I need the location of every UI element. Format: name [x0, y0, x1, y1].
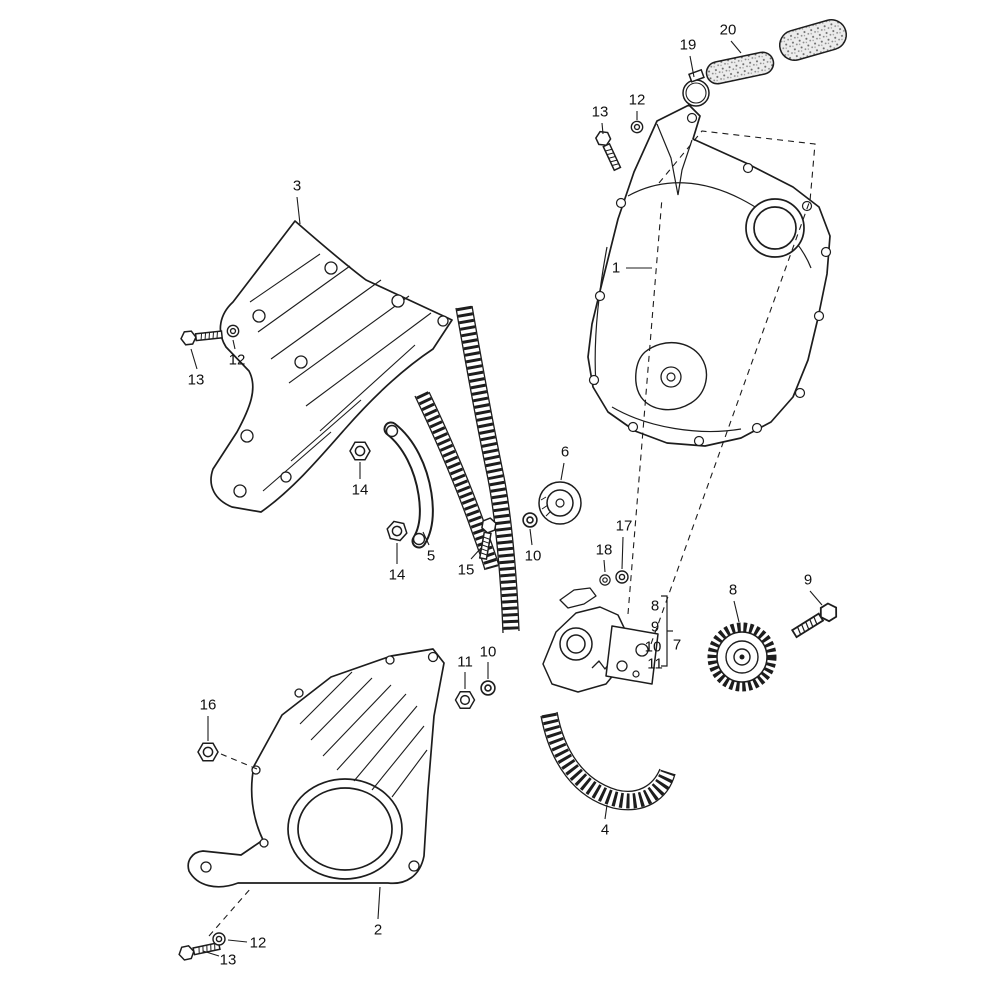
part-3-upper-belt-cover-drawing	[210, 220, 453, 513]
leader-line-18-14	[603, 559, 606, 573]
leader-line-13-23	[202, 950, 220, 957]
leader-line-15-6	[470, 547, 482, 560]
part-17-washer-drawing	[615, 570, 629, 584]
part-10-washer-lower-drawing	[480, 680, 496, 696]
part-2-lower-belt-cover-drawing	[187, 648, 445, 888]
part-16-nut-drawing	[197, 742, 219, 762]
part-19-hose-clamp-drawing	[682, 68, 710, 107]
leader-line-13-1	[190, 348, 198, 370]
part-8-gear-drawing	[707, 622, 777, 692]
timing-belt-run-drawing	[414, 305, 520, 634]
part-4-timing-belt-drawing	[540, 711, 676, 811]
part-6-roller-drawing	[538, 481, 582, 525]
leader-line-19-11	[689, 55, 695, 78]
part-9-bolt-drawing	[789, 600, 842, 642]
leader-line-20-12	[730, 40, 742, 54]
part-20-hose-drawing	[705, 19, 848, 85]
leader-line-17-15	[621, 536, 624, 570]
leader-lines-layer	[190, 40, 823, 957]
part-14-nut-lower-drawing	[384, 519, 410, 543]
part-12-washer-top-left-drawing	[226, 324, 240, 338]
leader-line-9-17	[809, 590, 823, 606]
assembly-reference-dashed-lines	[208, 130, 816, 937]
leader-line-4-18	[604, 804, 608, 820]
leader-line-13-9	[601, 122, 604, 135]
part-12-washer-bottom-drawing	[212, 932, 226, 946]
leader-line-6-8	[560, 462, 565, 481]
leader-line-12-2	[232, 339, 236, 350]
part-10-washer-upper-drawing	[522, 512, 538, 528]
part-13-bolt-top-middle-drawing	[593, 128, 625, 173]
part-13-bolt-top-left-drawing	[179, 327, 224, 346]
part-18-washer-drawing	[599, 574, 611, 586]
group-bracket-7	[661, 595, 673, 667]
leader-line-8-16	[733, 600, 740, 623]
leader-line-12-24	[227, 939, 248, 943]
part-5-support-arm-drawing	[383, 421, 434, 549]
part-12-washer-top-middle-drawing	[630, 120, 644, 134]
part-14-nut-upper-drawing	[349, 441, 371, 461]
leader-line-10-7	[529, 528, 533, 546]
leader-line-5-5	[422, 531, 430, 546]
part-1-timing-case-cover-drawing	[587, 104, 832, 447]
leader-line-3-0	[296, 196, 301, 225]
part-7-tensioner-assembly-drawing	[542, 587, 659, 693]
leader-line-2-19	[377, 886, 381, 920]
part-11-nut-drawing	[454, 691, 476, 709]
